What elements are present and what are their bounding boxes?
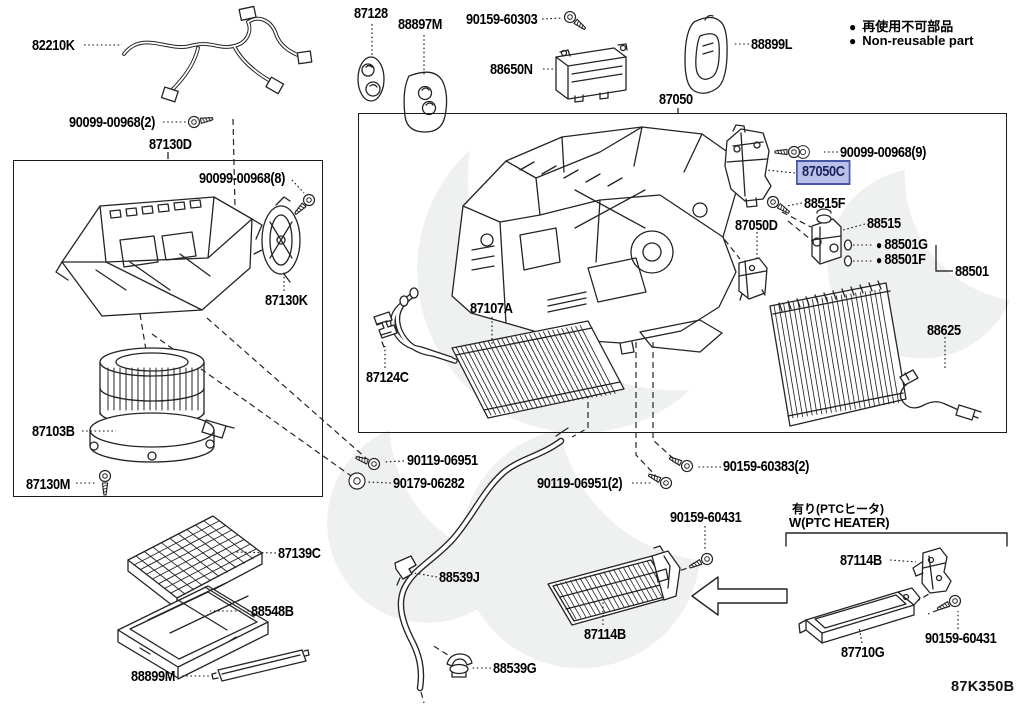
part-label-90159-60383-2[interactable]: 90159-60383(2) — [723, 458, 809, 475]
part-label-88650n[interactable]: 88650N — [490, 61, 533, 78]
part-label-87124c[interactable]: 87124C — [366, 369, 409, 386]
part-label-87050c-highlighted[interactable]: 87050C — [796, 160, 851, 185]
expansion-valve-88515 — [811, 208, 842, 265]
thermistor-88625 — [899, 369, 982, 421]
part-label-82210k[interactable]: 82210K — [32, 37, 75, 54]
part-label-90159-60431-right[interactable]: 90159-60431 — [925, 630, 997, 647]
evaporator-88501 — [769, 280, 907, 427]
part-label-88501f[interactable]: ●88501F — [876, 251, 926, 268]
legend-non-reusable-jp: ●再使用不可部品 — [849, 19, 954, 34]
o-rings-88501g-88501f — [843, 239, 853, 267]
part-label-90099-00968-9[interactable]: 90099-00968(9) — [840, 144, 926, 161]
part-label-90159-60431-center[interactable]: 90159-60431 — [670, 509, 742, 526]
non-reusable-bullet-icon: ● — [876, 238, 882, 252]
part-label-87050[interactable]: 87050 — [659, 91, 693, 108]
hvac-assembly-box — [358, 113, 1007, 433]
part-label-88548b[interactable]: 88548B — [251, 603, 294, 620]
blower-assembly-box — [13, 160, 323, 497]
part-label-87114b-center[interactable]: 87114B — [584, 626, 626, 643]
blower-case — [55, 196, 263, 317]
part-label-90179-06282[interactable]: 90179-06282 — [393, 475, 465, 492]
part-label-87139c[interactable]: 87139C — [278, 545, 321, 562]
part-label-87710g[interactable]: 87710G — [841, 644, 885, 661]
heater-core-87107a — [390, 287, 625, 419]
part-label-87114b-right[interactable]: 87114B — [840, 552, 882, 569]
ptc-heater-87114b — [547, 545, 681, 626]
diagram-code: 87K350B — [951, 679, 1015, 695]
hvac-unit-87050 — [451, 126, 737, 355]
part-label-90159-60303[interactable]: 90159-60303 — [466, 11, 538, 28]
parts-artwork — [55, 5, 1008, 692]
clamp-88539g — [446, 653, 473, 678]
legend-bullet-icon: ● — [849, 20, 857, 34]
part-label-88539g[interactable]: 88539G — [493, 660, 537, 677]
part-label-88501g[interactable]: ●88501G — [876, 236, 928, 253]
filter-case-88548b — [117, 582, 269, 680]
non-reusable-bullet-icon: ● — [876, 253, 882, 267]
ptc-bracket-87114b — [912, 547, 952, 594]
part-label-88625[interactable]: 88625 — [927, 322, 961, 339]
servo-87050d — [738, 257, 768, 301]
bracket-88899l — [684, 14, 728, 94]
blower-motor-87103b — [89, 347, 235, 463]
part-label-88899m[interactable]: 88899M — [131, 668, 176, 685]
solid-leaders — [167, 108, 953, 272]
dashed-assembly-lines — [139, 118, 949, 704]
grommet-88897m — [403, 71, 448, 133]
part-label-90099-00968-2[interactable]: 90099-00968(2) — [69, 114, 155, 131]
part-label-88501[interactable]: 88501 — [955, 263, 989, 280]
part-label-88515f[interactable]: 88515F — [804, 195, 846, 212]
part-label-90099-00968-8[interactable]: 90099-00968(8) — [199, 170, 285, 187]
part-label-90119-06951-2[interactable]: 90119-06951(2) — [537, 475, 623, 492]
clamp-87124c — [373, 311, 398, 348]
part-label-87130k[interactable]: 87130K — [265, 292, 308, 309]
part-label-87050d[interactable]: 87050D — [735, 217, 778, 234]
clamp-88539j — [394, 555, 417, 586]
controller-87130k — [253, 196, 301, 283]
part-label-87128[interactable]: 87128 — [354, 5, 388, 22]
part-label-88515[interactable]: 88515 — [867, 215, 901, 232]
ptc-section-title-jp: 有り(PTCヒータ) — [792, 502, 884, 516]
part-label-88897m[interactable]: 88897M — [398, 16, 443, 33]
amplifier-88650n — [555, 43, 628, 103]
part-label-88899l[interactable]: 88899L — [751, 36, 793, 53]
legend-non-reusable-en: ●Non-reusable part — [849, 33, 974, 48]
ptc-heater-87710g — [798, 587, 921, 644]
dotted-leaders — [76, 17, 959, 677]
grommet-87128 — [357, 56, 385, 102]
part-label-88539j[interactable]: 88539J — [439, 569, 480, 586]
part-label-87107a[interactable]: 87107A — [470, 300, 513, 317]
part-label-87130m[interactable]: 87130M — [26, 476, 71, 493]
part-label-90119-06951[interactable]: 90119-06951 — [407, 452, 478, 469]
part-label-87130d[interactable]: 87130D — [149, 136, 192, 153]
part-label-87103b[interactable]: 87103B — [32, 423, 75, 440]
legend-bullet-icon: ● — [849, 34, 857, 48]
ptc-section-title-en: W(PTC HEATER) — [789, 515, 890, 530]
harness-82210k — [122, 5, 313, 103]
direction-arrow — [691, 576, 788, 616]
ptc-section-bracket — [785, 532, 1008, 547]
servo-87050c — [724, 124, 772, 208]
